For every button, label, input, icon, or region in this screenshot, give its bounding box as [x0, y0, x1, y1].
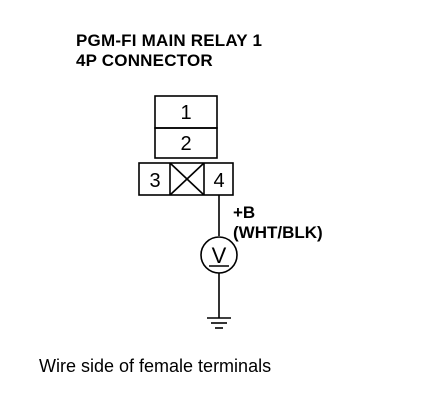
- diagram-caption: Wire side of female terminals: [39, 356, 272, 376]
- terminal-2-label: 2: [180, 133, 191, 155]
- connector-lower-row: [138, 162, 234, 196]
- voltmeter-icon: V: [200, 236, 238, 274]
- diagram-title-line-1: PGM-FI MAIN RELAY 1: [76, 31, 263, 50]
- diagram-title-line-2: 4P CONNECTOR: [76, 51, 213, 70]
- terminal-4-label: 4: [213, 170, 224, 192]
- wire-label-plus-b: +B: [233, 203, 255, 222]
- connector-4p: [138, 95, 234, 196]
- wire-color-label: (WHT/BLK): [233, 223, 323, 242]
- ground-icon: [207, 317, 231, 329]
- terminal-3-label: 3: [149, 170, 160, 192]
- terminal-2-cavity: [154, 127, 218, 159]
- empty-cavity-x-mark-2: [169, 162, 205, 196]
- terminal-1-label: 1: [180, 102, 191, 124]
- voltmeter-symbol: V: [212, 243, 227, 268]
